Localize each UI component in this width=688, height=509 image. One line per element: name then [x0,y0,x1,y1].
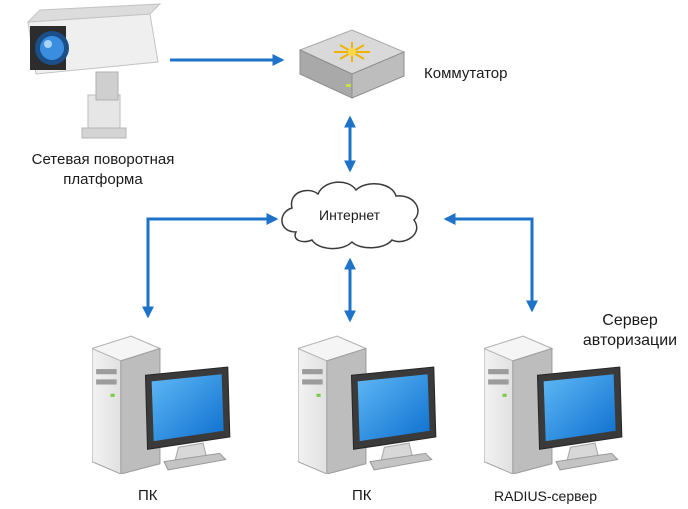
internet-label: Интернет [319,207,381,223]
camera-label-line1: Сетевая поворотная [31,151,175,168]
connection-arrows [142,54,538,323]
arrow-internet-radius [443,213,538,313]
auth-server-label-line1: Сервер [602,312,658,329]
network-switch-icon [298,29,406,99]
ptz-camera-icon [26,3,162,139]
switch-label: Коммутатор [424,65,508,82]
camera-label-line2: платформа [63,171,143,188]
pc-icon-left [92,335,231,474]
radius-server-label: RADIUS-сервер [494,488,597,504]
auth-server-label: Сервер авторизации [574,311,686,351]
pc-left-label: ПК [138,487,158,504]
cloud-icon [281,181,419,250]
pc-icon-middle [298,335,437,474]
auth-server-label-line2: авторизации [582,332,678,349]
camera-label: Сетевая поворотная платформа [8,150,198,190]
pc-icon-radius [484,335,623,474]
pc-middle-label: ПК [352,487,372,504]
arrow-internet-pc-left [142,213,279,319]
